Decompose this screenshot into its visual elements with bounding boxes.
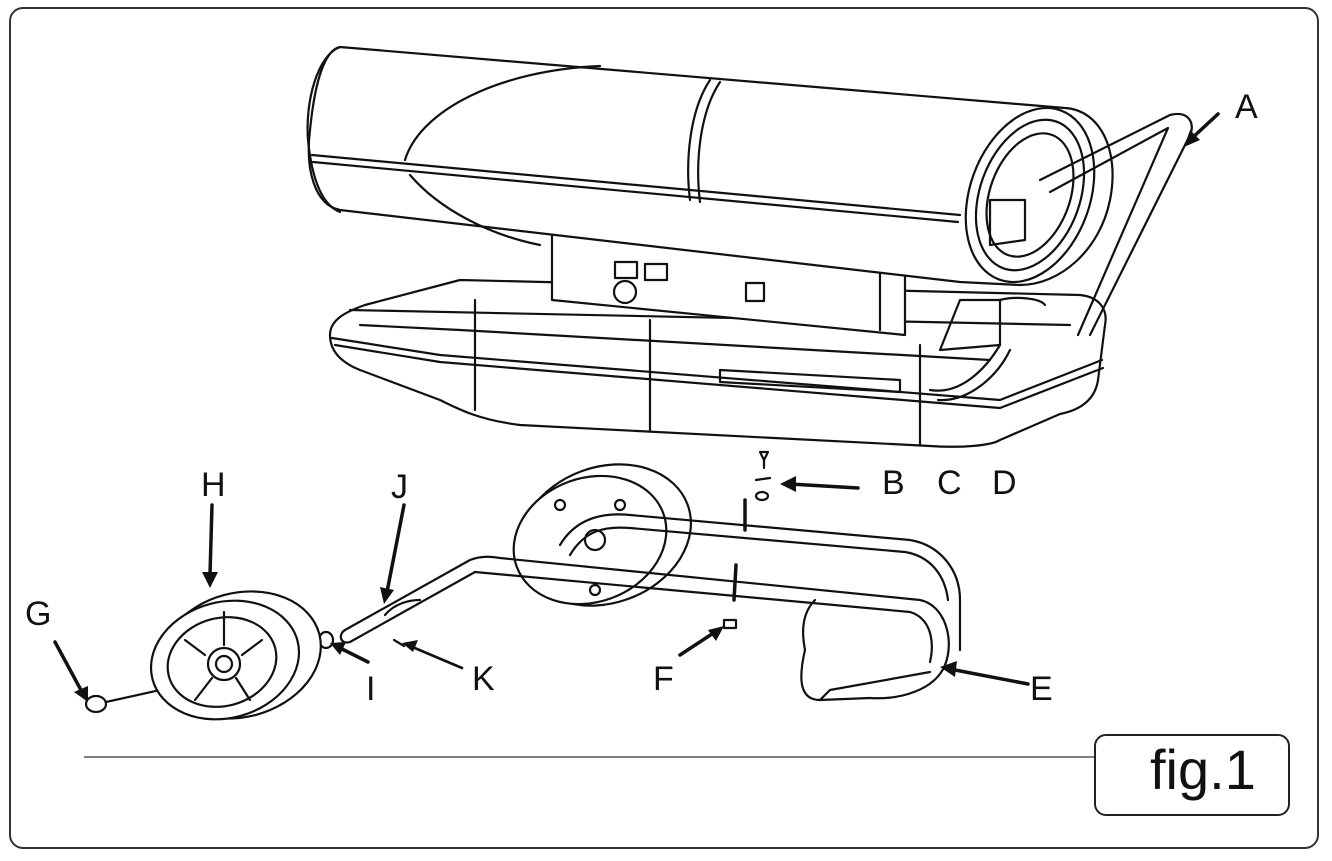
- wheel-front: [149, 590, 322, 721]
- label-c: C: [937, 464, 962, 502]
- power-switch: [744, 281, 766, 303]
- leader-arrows: [53, 112, 1220, 702]
- label-g: G: [25, 595, 51, 633]
- label-b: B: [882, 464, 905, 502]
- fan-grille: [964, 106, 1096, 284]
- pin-k: [392, 638, 406, 648]
- callout-labels: A B C D E F G H I J K: [25, 88, 1258, 708]
- wheel-frame: [339, 498, 962, 702]
- wheel-rear: [512, 463, 693, 607]
- bolt-b: [758, 450, 770, 462]
- label-h: H: [201, 466, 226, 504]
- display-indicator-2: [643, 262, 669, 282]
- label-k: K: [472, 660, 495, 698]
- figure-label-box: [1094, 734, 1290, 816]
- label-i: I: [366, 670, 375, 708]
- nut-d: [754, 490, 770, 502]
- label-d: D: [992, 464, 1017, 502]
- figure-label: fig.1: [1150, 738, 1256, 801]
- display-indicator-1: [613, 260, 639, 280]
- label-f: F: [653, 660, 674, 698]
- label-j: J: [391, 468, 408, 506]
- label-e: E: [1030, 670, 1053, 708]
- fuel-tank-base: [328, 278, 1107, 448]
- label-a: A: [1235, 88, 1258, 126]
- nut-f: [722, 618, 738, 630]
- control-knob: [612, 279, 638, 305]
- nut-g: [84, 694, 108, 714]
- washer-c: [754, 476, 772, 482]
- heater-cylinder: [306, 45, 1114, 287]
